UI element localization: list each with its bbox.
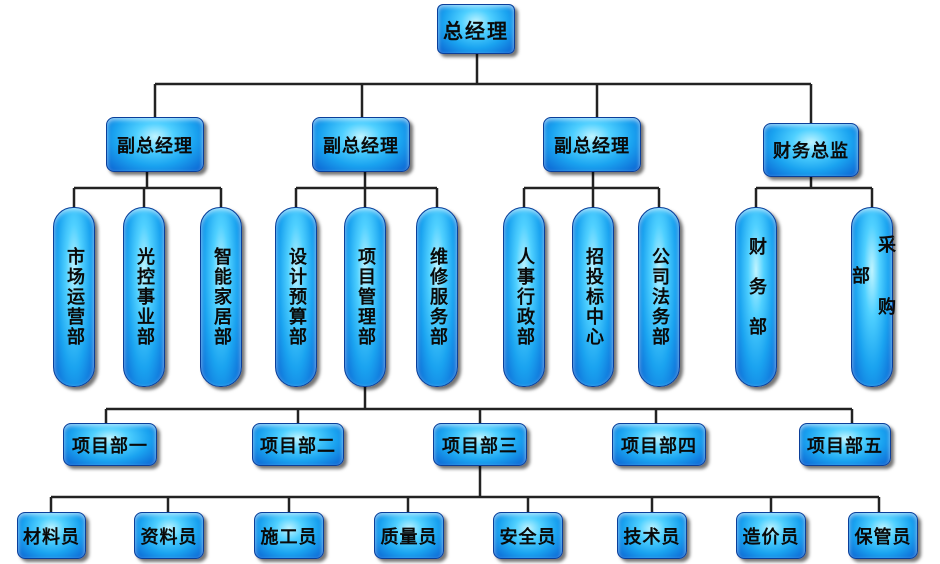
staff-safety: 安全员 <box>493 512 563 559</box>
project-dept-2-box: 项目部二 <box>252 423 344 466</box>
general-manager-box: 总经理 <box>437 4 515 54</box>
dept-hr-admin: 人事行政部 <box>503 207 545 387</box>
project-dept-4-box: 项目部四 <box>612 423 706 466</box>
dept-market-operations: 市场运营部 <box>53 207 95 387</box>
project-dept-3-box: 项目部三 <box>433 423 527 466</box>
staff-storekeeper: 保管员 <box>848 512 918 559</box>
dept-bidding-center: 招投标中心 <box>572 207 614 387</box>
dept-maintenance-service: 维修服务部 <box>416 207 458 387</box>
vice-general-manager-2-box: 副总经理 <box>312 117 410 172</box>
dept-legal: 公司法务部 <box>638 207 680 387</box>
dept-smart-home: 智能家居部 <box>200 207 242 387</box>
project-dept-1-box: 项目部一 <box>63 423 157 466</box>
vice-general-manager-1-box: 副总经理 <box>106 117 204 172</box>
staff-materials: 材料员 <box>17 512 86 559</box>
connector-root <box>153 54 813 123</box>
dept-light-control: 光控事业部 <box>123 207 165 387</box>
connector-cfo <box>754 177 874 207</box>
connector-vp1 <box>72 172 223 207</box>
staff-quality: 质量员 <box>374 512 444 559</box>
connector-staff <box>49 466 881 512</box>
dept-project-management: 项目管理部 <box>344 207 386 387</box>
staff-technical: 技术员 <box>617 512 687 559</box>
staff-construction: 施工员 <box>254 512 324 559</box>
connector-vp2 <box>294 172 439 207</box>
project-dept-5-box: 项目部五 <box>799 423 891 466</box>
connector-projects <box>104 386 854 423</box>
staff-documentation: 资料员 <box>134 512 204 559</box>
dept-finance: 财务部 <box>735 207 777 387</box>
dept-design-budget: 设计预算部 <box>275 207 317 387</box>
dept-procurement: 采购部 <box>849 207 896 387</box>
vice-general-manager-3-box: 副总经理 <box>543 117 641 172</box>
connector-vp3 <box>522 172 661 207</box>
financial-director-box: 财务总监 <box>763 123 859 177</box>
staff-cost: 造价员 <box>736 512 806 559</box>
